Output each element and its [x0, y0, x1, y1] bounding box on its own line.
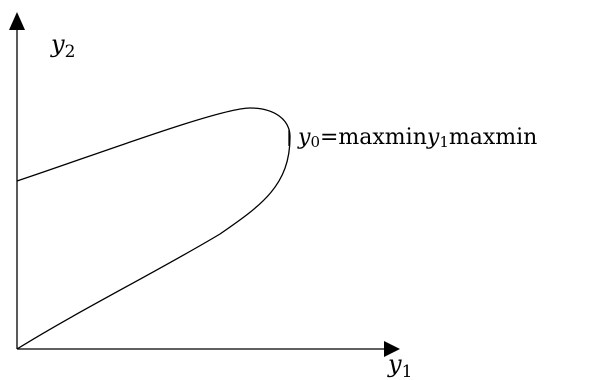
y0-sub2: 1: [439, 133, 449, 151]
y2-axis-label: y2: [50, 30, 75, 62]
y0-tail: maxmin: [449, 125, 537, 150]
y2-label-var: y: [50, 30, 65, 58]
y0-sub: 0: [310, 133, 320, 151]
y0-eq: =maxmin: [320, 125, 427, 150]
y1-label-sub: 1: [402, 362, 413, 380]
y1-axis-label: y1: [387, 350, 412, 380]
y0-annotation: y0=maxminy1maxmin: [297, 125, 537, 151]
y-axis-arrowhead: [9, 12, 25, 30]
y2-label-sub: 2: [65, 42, 76, 62]
y0-var2: y: [426, 125, 440, 150]
x-axis-arrowhead: [384, 341, 400, 357]
boundary-curve: [16, 107, 291, 350]
y1-label-var: y: [387, 350, 402, 378]
y0-var: y: [297, 125, 311, 150]
